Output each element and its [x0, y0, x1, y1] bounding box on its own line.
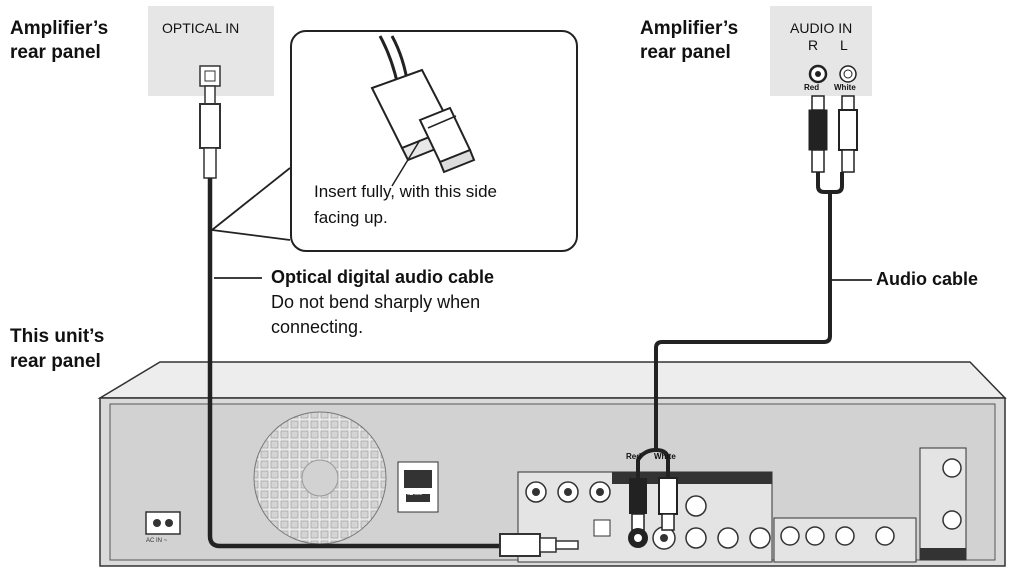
ac-in-text: AC IN ~	[146, 538, 168, 544]
hdmi-text: HDMI	[404, 490, 422, 497]
r-channel-label: R	[808, 37, 819, 53]
optical-plug-closeup	[370, 35, 476, 187]
optical-in-jack	[199, 65, 221, 87]
audio-cable-label: Audio cable	[876, 269, 979, 289]
callout-text-line1: Insert fully, with this side	[314, 182, 497, 201]
optical-cable-note-line2: connecting.	[271, 317, 364, 337]
optical-plug-top	[199, 85, 221, 179]
fan-grille	[253, 411, 387, 545]
optical-cable	[207, 178, 500, 549]
av-input-block	[773, 517, 917, 563]
hdmi-port	[397, 461, 439, 513]
amplifier-right-label-line2: rear panel	[640, 42, 731, 63]
audio-cable	[654, 172, 844, 450]
audio-in-jacks	[808, 64, 857, 84]
optical-in-label: OPTICAL IN	[162, 20, 240, 36]
optical-cable-note-line1: Do not bend sharply when	[271, 292, 481, 312]
red-label: Red	[804, 83, 820, 92]
white-label-bottom: White	[654, 452, 676, 461]
optical-plug-bottom	[499, 533, 579, 557]
optical-cable-label: Optical digital audio cable	[271, 267, 495, 287]
rf-ports	[919, 447, 967, 561]
audio-plugs-top	[808, 95, 858, 173]
callout-pointer	[211, 167, 291, 241]
audio-cable-split	[636, 448, 670, 478]
red-label-bottom: Red	[626, 452, 642, 461]
amplifier-right-label-line1: Amplifier’s	[640, 18, 739, 39]
label-leaders	[214, 277, 872, 281]
white-label: White	[834, 83, 856, 92]
audio-plugs-bottom	[628, 477, 678, 548]
amplifier-left-label-line1: Amplifier’s	[10, 18, 109, 39]
callout-text-line2: facing up.	[314, 208, 388, 227]
amplifier-left-label-line2: rear panel	[10, 42, 101, 63]
ac-in-port	[145, 511, 181, 535]
unit-label-line2: rear panel	[10, 351, 101, 372]
audio-in-label: AUDIO IN	[790, 20, 853, 36]
l-channel-label: L	[840, 37, 848, 53]
unit-label-line1: This unit’s	[10, 326, 105, 347]
